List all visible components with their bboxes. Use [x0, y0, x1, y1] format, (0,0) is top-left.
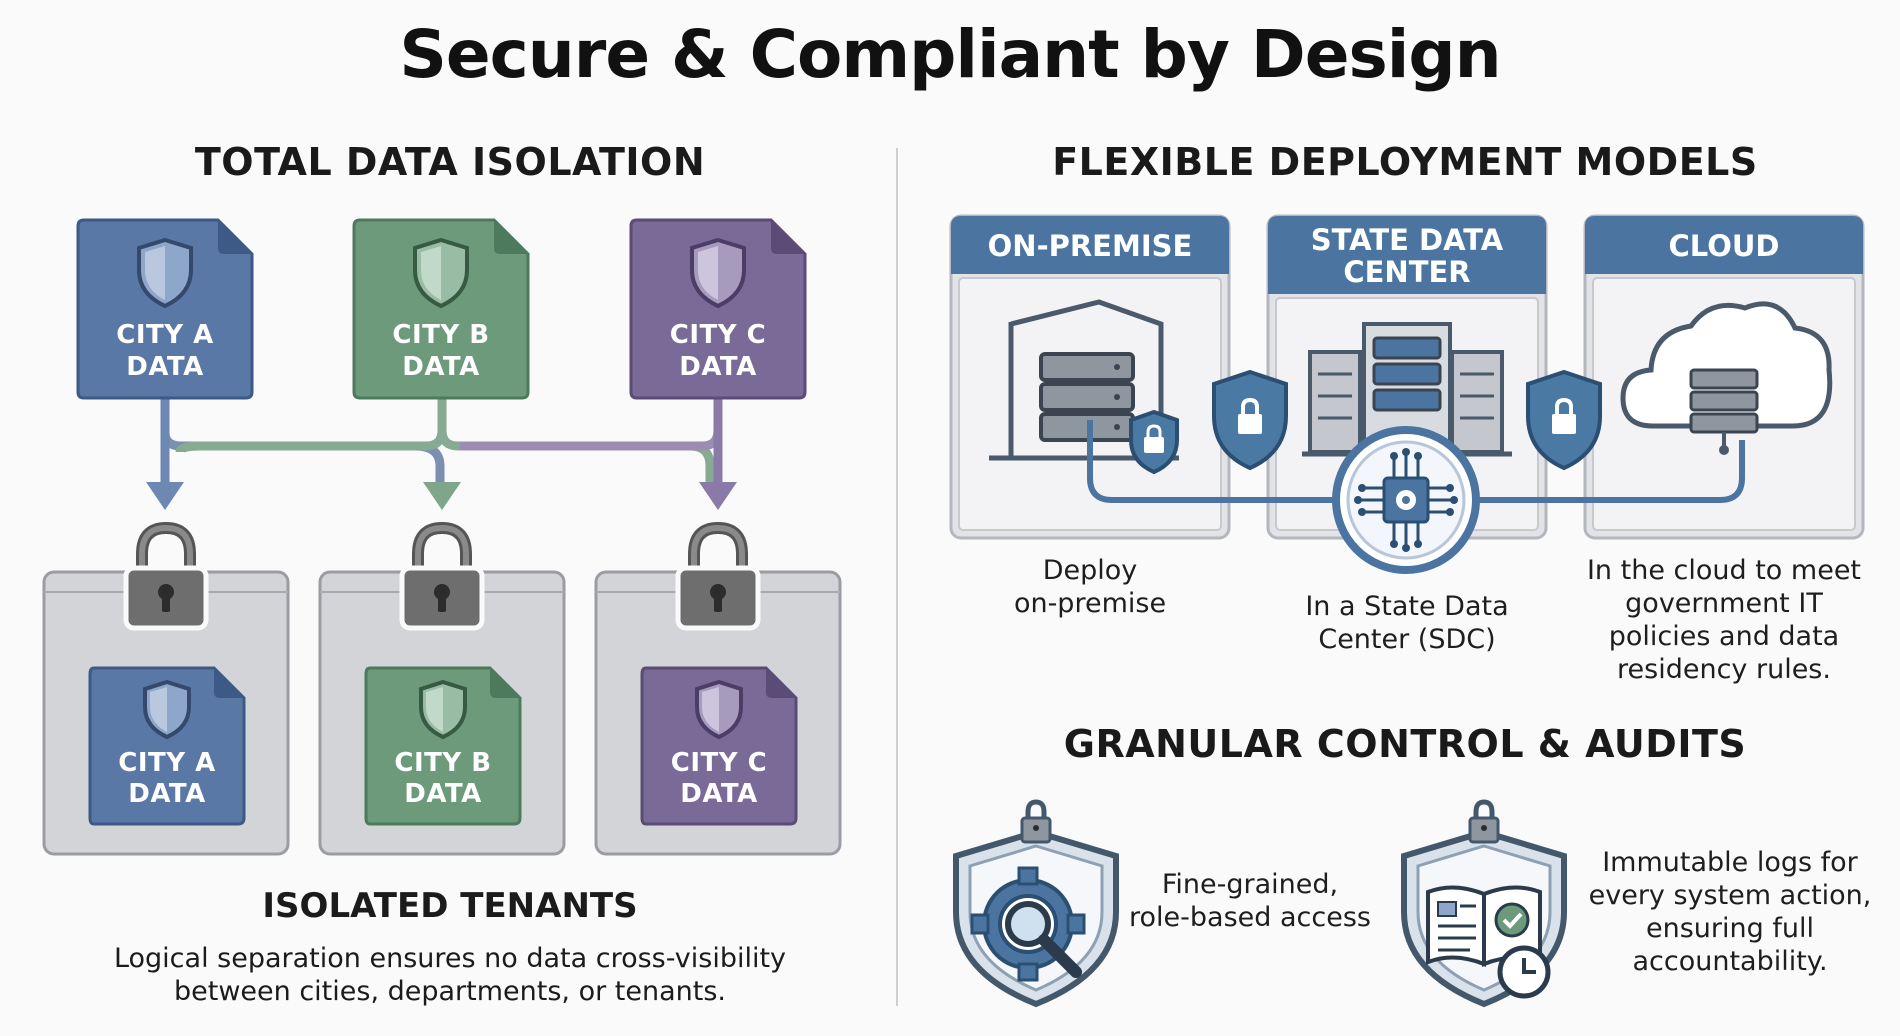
shield-icon	[695, 679, 743, 740]
city-a-line2: DATA	[126, 352, 204, 382]
on-premise-title: ON-PREMISE	[987, 229, 1193, 263]
city-a-line1: CITY A	[116, 320, 214, 350]
section-divider	[896, 148, 898, 1006]
panel-cloud: CLOUD	[1583, 214, 1865, 540]
sdc-caption-line2: Center (SDC)	[1318, 624, 1496, 655]
arrow-c-to-b	[460, 398, 723, 451]
city-c-line1: CITY C	[669, 320, 767, 350]
access-caption-line2: role-based access	[1129, 902, 1371, 933]
sdc-caption: In a State Data Center (SDC)	[1276, 590, 1538, 656]
tenant-file-city-b: CITY B DATA	[364, 666, 522, 826]
tenant-b-line2: DATA	[404, 779, 482, 809]
deployment-heading: FLEXIBLE DEPLOYMENT MODELS	[1052, 140, 1758, 184]
logs-caption-line1: Immutable logs for	[1602, 847, 1858, 878]
access-caption: Fine-grained, role-based access	[1120, 868, 1380, 934]
panel-on-premise: ON-PREMISE	[949, 214, 1231, 540]
isolated-tenants-title: ISOLATED TENANTS	[262, 886, 638, 926]
arrow-b-to-a	[175, 398, 447, 454]
tenant-a-line1: CITY A	[118, 748, 216, 778]
source-file-city-b: CITY B DATA	[352, 218, 530, 400]
shield-icon	[137, 237, 193, 309]
on-premise-caption-line1: Deploy	[1042, 555, 1138, 586]
isolation-heading: TOTAL DATA ISOLATION	[194, 140, 706, 184]
access-caption-line1: Fine-grained,	[1161, 869, 1339, 900]
logs-caption-line3: ensuring full	[1646, 913, 1814, 944]
isolated-desc-line1: Logical separation ensures no data cross…	[113, 943, 787, 974]
logs-caption-line2: every system action,	[1588, 880, 1872, 911]
cloud-title: CLOUD	[1668, 229, 1780, 263]
sdc-caption-line1: In a State Data	[1305, 591, 1509, 622]
source-file-city-c: CITY C DATA	[629, 218, 807, 400]
arrow-head-c	[699, 482, 737, 510]
cloud-caption-line2: government IT	[1625, 588, 1823, 619]
shield-lock-icon	[1212, 369, 1288, 471]
city-b-line1: CITY B	[392, 320, 490, 350]
padlock-icon	[399, 521, 485, 631]
isolated-tenants-description: Logical separation ensures no data cross…	[0, 942, 900, 1008]
arrow-head-b	[423, 482, 461, 510]
padlock-icon	[123, 521, 209, 631]
magnifier-icon	[1005, 901, 1082, 978]
tenant-a-line2: DATA	[128, 779, 206, 809]
logs-caption: Immutable logs for every system action, …	[1580, 846, 1880, 978]
isolated-container-a: CITY A DATA	[42, 570, 290, 856]
city-b-line2: DATA	[402, 352, 480, 382]
deployment-connector	[1087, 369, 1745, 574]
tenant-b-line1: CITY B	[394, 748, 492, 778]
padlock-icon	[1020, 799, 1052, 844]
access-control-shield-icon	[953, 799, 1119, 1008]
padlock-icon	[675, 521, 761, 631]
isolated-container-c: CITY C DATA	[594, 570, 842, 856]
audit-log-shield-icon	[1401, 799, 1567, 1008]
city-c-line2: DATA	[679, 352, 757, 382]
isolated-desc-line2: between cities, departments, or tenants.	[174, 976, 726, 1007]
sdc-title-line1: STATE DATA	[1310, 223, 1504, 257]
chip-hub-icon	[1332, 426, 1480, 574]
state-data-center-title: STATE DATA CENTER	[1266, 220, 1548, 292]
check-circle-icon	[1494, 902, 1530, 938]
shield-icon	[419, 679, 467, 740]
tenant-file-city-a: CITY A DATA	[88, 666, 246, 826]
tenant-c-line1: CITY C	[670, 748, 768, 778]
clock-icon	[1497, 945, 1551, 999]
logs-caption-line4: accountability.	[1632, 946, 1828, 977]
cloud-caption: In the cloud to meet government IT polic…	[1568, 554, 1880, 686]
shield-lock-icon	[1129, 409, 1179, 475]
data-flow-arrows	[146, 398, 737, 510]
cloud-caption-line1: In the cloud to meet	[1586, 555, 1862, 586]
cloud-server-icon	[1620, 301, 1833, 455]
tenant-file-city-c: CITY C DATA	[640, 666, 798, 826]
on-premise-caption-line2: on-premise	[1013, 588, 1167, 619]
page-title: Secure & Compliant by Design	[399, 16, 1501, 93]
shield-lock-icon	[1526, 369, 1602, 471]
shield-icon	[413, 237, 469, 309]
shield-icon	[143, 679, 191, 740]
shield-icon	[690, 237, 746, 309]
isolated-container-b: CITY B DATA	[318, 570, 566, 856]
audits-heading: GRANULAR CONTROL & AUDITS	[1063, 722, 1747, 766]
cloud-caption-line4: residency rules.	[1617, 654, 1831, 685]
sdc-title-line2: CENTER	[1343, 255, 1471, 289]
cloud-caption-line3: policies and data	[1608, 621, 1840, 652]
padlock-icon	[1468, 799, 1500, 844]
on-premise-caption: Deploy on-premise	[960, 554, 1220, 620]
source-file-city-a: CITY A DATA	[76, 218, 254, 400]
tenant-c-line2: DATA	[680, 779, 758, 809]
arrow-head-a	[146, 482, 184, 510]
